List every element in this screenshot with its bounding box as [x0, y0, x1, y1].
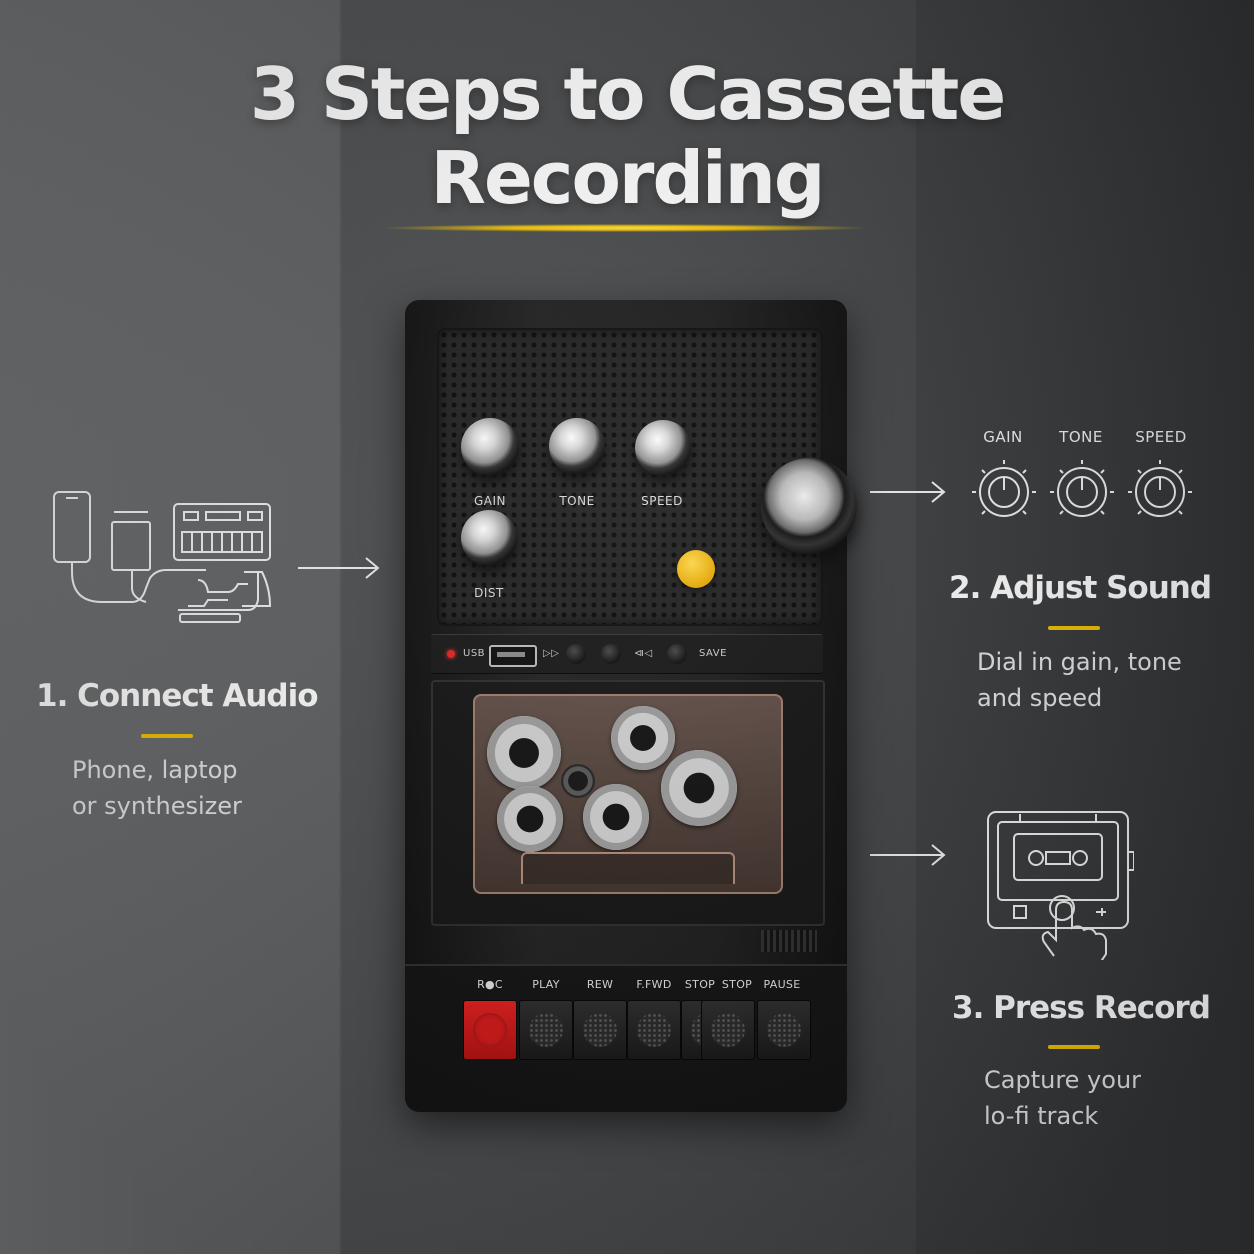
- save-button[interactable]: [667, 644, 687, 664]
- title-underline: [385, 224, 865, 232]
- speaker-grille: GAIN TONE SPEED DIST: [437, 328, 857, 626]
- arrow-right-icon: [870, 844, 946, 866]
- gain-knob[interactable]: [461, 418, 519, 476]
- pause-button[interactable]: [757, 1000, 811, 1060]
- tape-reel: [583, 784, 649, 850]
- tone-knob[interactable]: [549, 418, 605, 474]
- transport-controls: R●C PLAY REW F.FWD STOP STOP PAUSE: [405, 964, 847, 1112]
- step2-knob-label-gain: GAIN: [983, 428, 1023, 446]
- play-button[interactable]: [519, 1000, 573, 1060]
- control-strip: USB ▷▷ ⧏◁ SAVE: [431, 634, 823, 674]
- usb-port[interactable]: [489, 645, 537, 667]
- step1-description: Phone, laptop or synthesizer: [72, 752, 242, 824]
- tape-reel: [611, 706, 675, 770]
- step1-desc-line2: or synthesizer: [72, 792, 242, 820]
- stop-label: STOP: [684, 978, 716, 991]
- tone-knob-label: TONE: [559, 494, 595, 508]
- record-led: [447, 650, 455, 658]
- tape-window-hub: [561, 764, 595, 798]
- knob-dials-icon: [972, 460, 1192, 517]
- save-label: SAVE: [699, 648, 727, 659]
- rec-label: R●C: [477, 978, 503, 991]
- arrow-right-icon: [870, 481, 946, 503]
- dist-knob[interactable]: [461, 510, 517, 566]
- page-title-line1: 3 Steps to Cassette: [249, 52, 1006, 136]
- step3-desc-line2: lo-fi track: [984, 1102, 1099, 1130]
- tape-reel: [497, 786, 563, 852]
- tape-reel: [487, 716, 561, 790]
- step3-underline: [1048, 1045, 1100, 1049]
- strip-button-2[interactable]: [601, 644, 621, 664]
- cassette-window: [431, 680, 825, 926]
- cassette-bottom-ridge: [521, 852, 735, 884]
- step2-knob-label-tone: TONE: [1059, 428, 1103, 446]
- tape-reel: [661, 750, 737, 826]
- step1-underline: [141, 734, 193, 738]
- arrow-right-icon: [298, 557, 380, 579]
- fast-forward-button[interactable]: [627, 1000, 681, 1060]
- pause-label: PAUSE: [763, 978, 801, 991]
- vent-grille: [761, 930, 817, 952]
- speed-knob[interactable]: [635, 420, 691, 476]
- rewind-button[interactable]: [573, 1000, 627, 1060]
- speed-knob-label: SPEED: [641, 494, 683, 508]
- step2-knob-label-speed: SPEED: [1135, 428, 1187, 446]
- step2-desc-line1: Dial in gain, tone: [977, 648, 1182, 676]
- strip-button-1[interactable]: [566, 644, 586, 664]
- step2-underline: [1048, 626, 1100, 630]
- step1-desc-line1: Phone, laptop: [72, 756, 238, 784]
- stop-label-2: STOP: [721, 978, 753, 991]
- stop-button-2[interactable]: [701, 1000, 755, 1060]
- step3-heading: 3. Press Record: [952, 990, 1211, 1026]
- step2-desc-line2: and speed: [977, 684, 1103, 712]
- step2-heading: 2. Adjust Sound: [949, 570, 1212, 606]
- gain-knob-label: GAIN: [473, 494, 507, 508]
- ffwd-label: F.FWD: [636, 978, 672, 991]
- step1-heading: 1. Connect Audio: [36, 678, 319, 714]
- press-record-hand-icon: [987, 811, 1134, 960]
- rew-label: REW: [586, 978, 614, 991]
- skip-glyph-icon: ⧏◁: [634, 648, 653, 659]
- dist-knob-label: DIST: [474, 586, 504, 600]
- step3-description: Capture your lo-fi track: [984, 1062, 1141, 1134]
- cassette-recorder-device: GAIN TONE SPEED DIST USB ▷▷ ⧏◁ SAVE: [405, 300, 857, 1112]
- play-label: PLAY: [532, 978, 560, 991]
- step2-description: Dial in gain, tone and speed: [977, 644, 1182, 716]
- volume-knob[interactable]: [761, 458, 857, 554]
- record-button[interactable]: [463, 1000, 517, 1060]
- step3-desc-line1: Capture your: [984, 1066, 1142, 1094]
- yellow-button[interactable]: [677, 550, 715, 588]
- play-pause-glyph-icon: ▷▷: [543, 648, 560, 659]
- cassette-tape: [473, 694, 783, 894]
- page-title-line2: Recording: [430, 136, 826, 220]
- devices-connect-icon: [53, 491, 272, 623]
- usb-label: USB: [463, 648, 486, 659]
